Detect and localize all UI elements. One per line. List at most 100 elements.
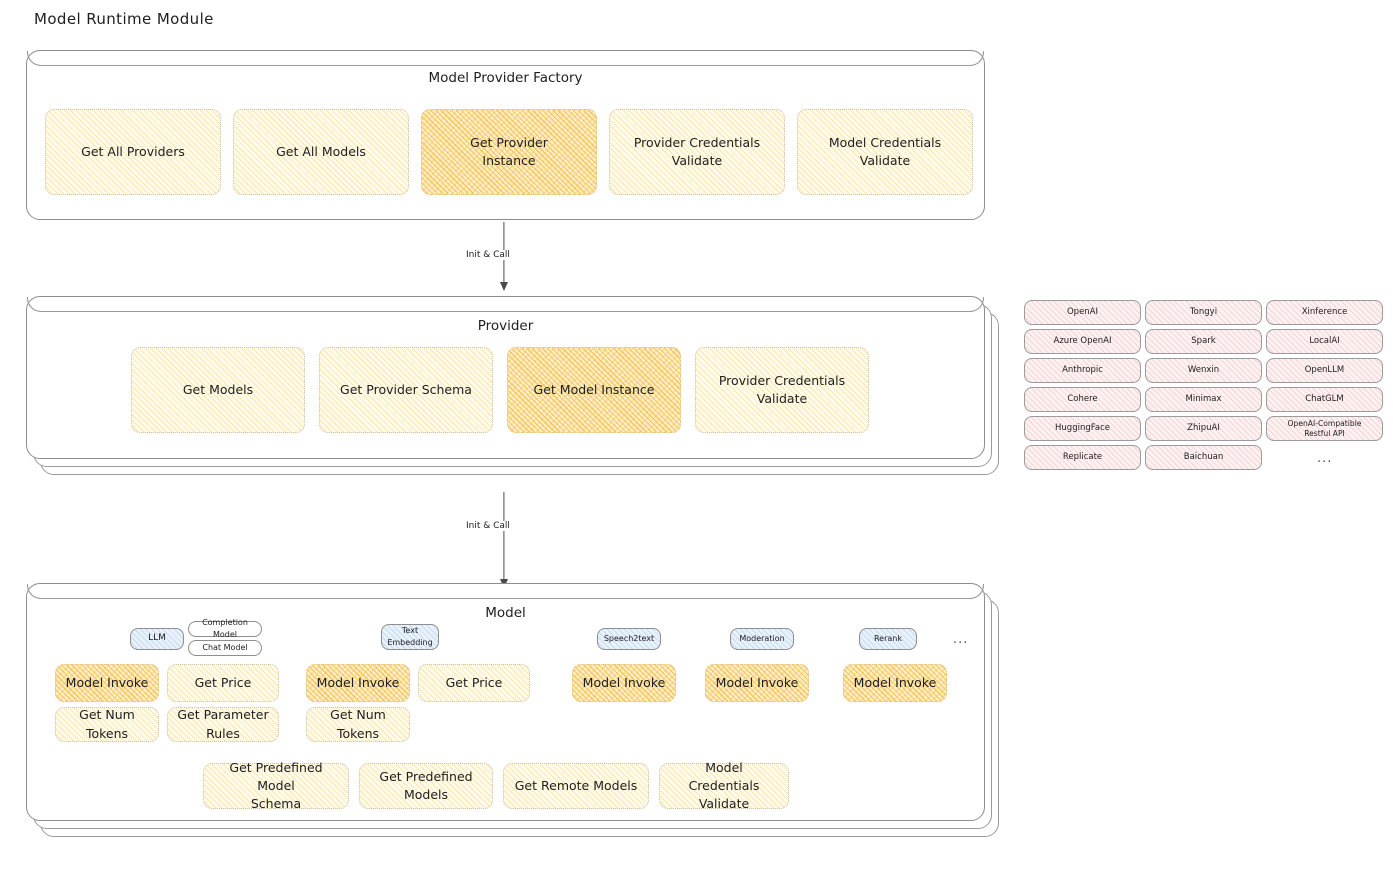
model-op-llm-model-invoke[interactable]: Model Invoke [55,664,159,702]
provider-item-localai[interactable]: LocalAI [1266,329,1383,354]
model-common-op-get-predefined-models[interactable]: Get Predefined Models [359,763,493,809]
model-op-moderation-model-invoke[interactable]: Model Invoke [705,664,809,702]
provider-item-label: Spark [1191,336,1216,347]
model-stack: Model LLM Completion Model Chat Model Mo… [26,583,1011,853]
factory-node-provider-credentials-validate[interactable]: Provider Credentials Validate [609,109,785,195]
provider-item-tongyi[interactable]: Tongyi [1145,300,1262,325]
model-common-op-get-remote-models[interactable]: Get Remote Models [503,763,649,809]
model-common-op-get-predefined-model-schema[interactable]: Get Predefined Model Schema [203,760,349,811]
badge-label: Chat Model [202,643,248,653]
provider-item-label: Baichuan [1183,452,1224,463]
node-label: Get Model Instance [533,381,655,397]
provider-node-get-models[interactable]: Get Models [131,347,305,433]
model-op-rerank-model-invoke[interactable]: Model Invoke [843,664,947,702]
model-common-op-model-credentials-validate[interactable]: Model Credentials Validate [659,760,789,811]
provider-item-zhipuai[interactable]: ZhipuAI [1145,416,1262,441]
node-label: Get Provider Schema [340,381,472,397]
provider-item-openai-compatible-restful-api[interactable]: OpenAI-Compatible Restful API [1266,416,1383,441]
provider-item-anthropic[interactable]: Anthropic [1024,358,1141,383]
factory-node-get-provider-instance[interactable]: Get Provider Instance [421,109,597,195]
connector-provider-to-model: Init & Call [463,492,513,588]
factory-node-get-all-models[interactable]: Get All Models [233,109,409,195]
provider-item-minimax[interactable]: Minimax [1145,387,1262,412]
provider-item-spark[interactable]: Spark [1145,329,1262,354]
provider-item-label: Anthropic [1062,365,1103,376]
factory-title: Model Provider Factory [428,70,583,86]
provider-item-label: OpenAI-Compatible Restful API [1287,419,1362,438]
model-op-embedding-get-num-tokens[interactable]: Get Num Tokens [306,707,410,742]
connector-factory-to-provider: Init & Call [463,222,513,291]
badge-label: LLM [148,633,166,644]
provider-implementation-list: OpenAI Azure OpenAI Anthropic Cohere Hug… [1024,300,1384,480]
provider-item-cohere[interactable]: Cohere [1024,387,1141,412]
node-label: Get Predefined Model Schema [229,759,323,812]
node-label: Get Num Tokens [330,707,386,741]
node-label: Get Price [445,674,503,690]
model-type-badge-rerank[interactable]: Rerank [859,628,917,650]
provider-stack: Provider Get Models Get Provider Schema … [26,296,1011,486]
node-label: Model Credentials Validate [828,134,942,168]
provider-container: Provider Get Models Get Provider Schema … [26,296,985,459]
model-subtype-chat-model[interactable]: Chat Model [188,640,262,656]
node-label: Model Invoke [65,674,149,690]
provider-item-xinference[interactable]: Xinference [1266,300,1383,325]
node-label: Model Invoke [853,674,937,690]
model-title: Model [485,605,526,621]
model-type-badge-moderation[interactable]: Moderation [730,628,794,650]
provider-item-openllm[interactable]: OpenLLM [1266,358,1383,383]
provider-item-label: ZhipuAI [1187,423,1220,434]
provider-item-label: Xinference [1301,307,1348,318]
provider-item-openai[interactable]: OpenAI [1024,300,1141,325]
model-op-embedding-model-invoke[interactable]: Model Invoke [306,664,410,702]
node-label: Get Models [182,381,254,397]
model-type-badge-speech2text[interactable]: Speech2text [597,628,661,650]
provider-node-get-provider-schema[interactable]: Get Provider Schema [319,347,493,433]
node-label: Get Remote Models [514,777,638,793]
provider-item-label: OpenAI [1066,307,1099,318]
provider-item-label: Cohere [1067,394,1098,405]
provider-item-azure-openai[interactable]: Azure OpenAI [1024,329,1141,354]
provider-title: Provider [477,318,534,334]
provider-item-chatglm[interactable]: ChatGLM [1266,387,1383,412]
provider-node-get-model-instance[interactable]: Get Model Instance [507,347,681,433]
node-label: Get Predefined Models [379,768,473,802]
provider-list-more-ellipsis: ... [1317,451,1333,466]
model-op-llm-get-num-tokens[interactable]: Get Num Tokens [55,707,159,742]
badge-label: Rerank [873,634,902,644]
page-title: Model Runtime Module [34,10,214,28]
model-op-speech2text-model-invoke[interactable]: Model Invoke [572,664,676,702]
badge-label: Moderation [739,634,785,644]
connector-label: Init & Call [463,250,513,260]
connector-line [503,492,505,587]
arrow-head-icon [500,282,508,291]
node-label: Get Num Tokens [79,707,135,741]
model-op-embedding-get-price[interactable]: Get Price [418,664,530,702]
model-type-badge-llm[interactable]: LLM [130,628,184,650]
factory-node-model-credentials-validate[interactable]: Model Credentials Validate [797,109,973,195]
provider-item-baichuan[interactable]: Baichuan [1145,445,1262,470]
model-container: Model LLM Completion Model Chat Model Mo… [26,583,985,821]
provider-item-label: OpenLLM [1304,365,1345,376]
model-type-badge-text-embedding[interactable]: Text Embedding [381,624,439,650]
provider-item-label: Minimax [1185,394,1222,405]
provider-item-replicate[interactable]: Replicate [1024,445,1141,470]
provider-node-provider-credentials-validate[interactable]: Provider Credentials Validate [695,347,869,433]
badge-label: Text Embedding [387,626,433,647]
provider-item-wenxin[interactable]: Wenxin [1145,358,1262,383]
model-op-llm-get-price[interactable]: Get Price [167,664,279,702]
node-label: Model Credentials Validate [688,759,760,812]
node-label: Get Parameter Rules [177,707,269,741]
factory-node-get-all-providers[interactable]: Get All Providers [45,109,221,195]
provider-item-label: HuggingFace [1055,423,1110,434]
provider-item-label: LocalAI [1309,336,1340,347]
node-label: Model Invoke [316,674,400,690]
node-label: Model Invoke [582,674,666,690]
node-label: Provider Credentials Validate [718,372,846,406]
provider-item-huggingface[interactable]: HuggingFace [1024,416,1141,441]
model-op-llm-get-parameter-rules[interactable]: Get Parameter Rules [167,707,279,742]
badge-label: Completion Model [202,618,248,639]
model-subtype-completion-model[interactable]: Completion Model [188,618,262,639]
model-types-more-ellipsis: ... [953,632,969,647]
model-provider-factory-container: Model Provider Factory Get All Providers… [26,50,985,220]
